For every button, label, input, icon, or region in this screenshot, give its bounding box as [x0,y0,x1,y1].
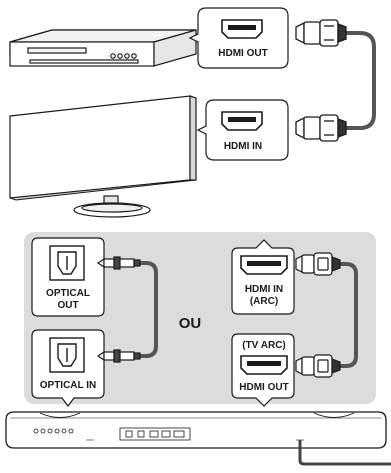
optical-plug-icon [96,349,141,363]
soundbar-buttons [33,428,74,434]
source-player [9,29,197,67]
hdmi-cable-bottom [295,252,358,378]
hdmi-in-callout: HDMI IN [196,99,289,161]
hdmi-plug-icon [295,354,341,378]
hdmi-in-arc-callout: HDMI IN (ARC) [231,239,295,315]
hdmi-cable-top [295,19,376,142]
hdmi-plug-icon [295,114,347,142]
optical-in-callout: OPTICAL IN [31,329,105,407]
hdmi-port-icon [240,255,288,275]
hdmi-port-icon [221,111,263,131]
television [9,95,197,218]
optical-plug-icon [96,256,141,270]
hdmi-out-callout: HDMI OUT [188,7,289,69]
hdmi-out-bottom-label: HDMI OUT [239,382,288,393]
hdmi-in-arc-label-line1: HDMI IN [245,284,283,295]
tv-stand [73,195,151,218]
soundbar [5,411,387,449]
power-cable [298,440,391,466]
tv-arc-label: (TV ARC) [242,340,286,351]
optical-port-icon [49,245,85,281]
hdmi-port-icon [240,355,288,375]
hdmi-in-arc-label-line2: (ARC) [250,296,278,307]
hdmi-in-top-label: HDMI IN [224,141,262,152]
or-separator: OU [179,315,202,332]
optical-out-label-line2: OUT [57,300,78,311]
soundbar-rear-panel [119,427,191,441]
optical-out-callout: OPTICAL OUT [31,237,105,317]
optical-cable [96,256,158,363]
optical-port-icon [49,337,85,373]
hdmi-out-tv-arc-callout: (TV ARC) HDMI OUT [231,333,295,407]
hdmi-out-top-label: HDMI OUT [218,48,267,59]
hdmi-plug-icon [295,19,347,47]
hdmi-port-icon [221,19,263,39]
optical-out-label-line1: OPTICAL [46,288,90,299]
hdmi-plug-icon [295,252,341,276]
optical-in-label: OPTICAL IN [40,380,96,391]
